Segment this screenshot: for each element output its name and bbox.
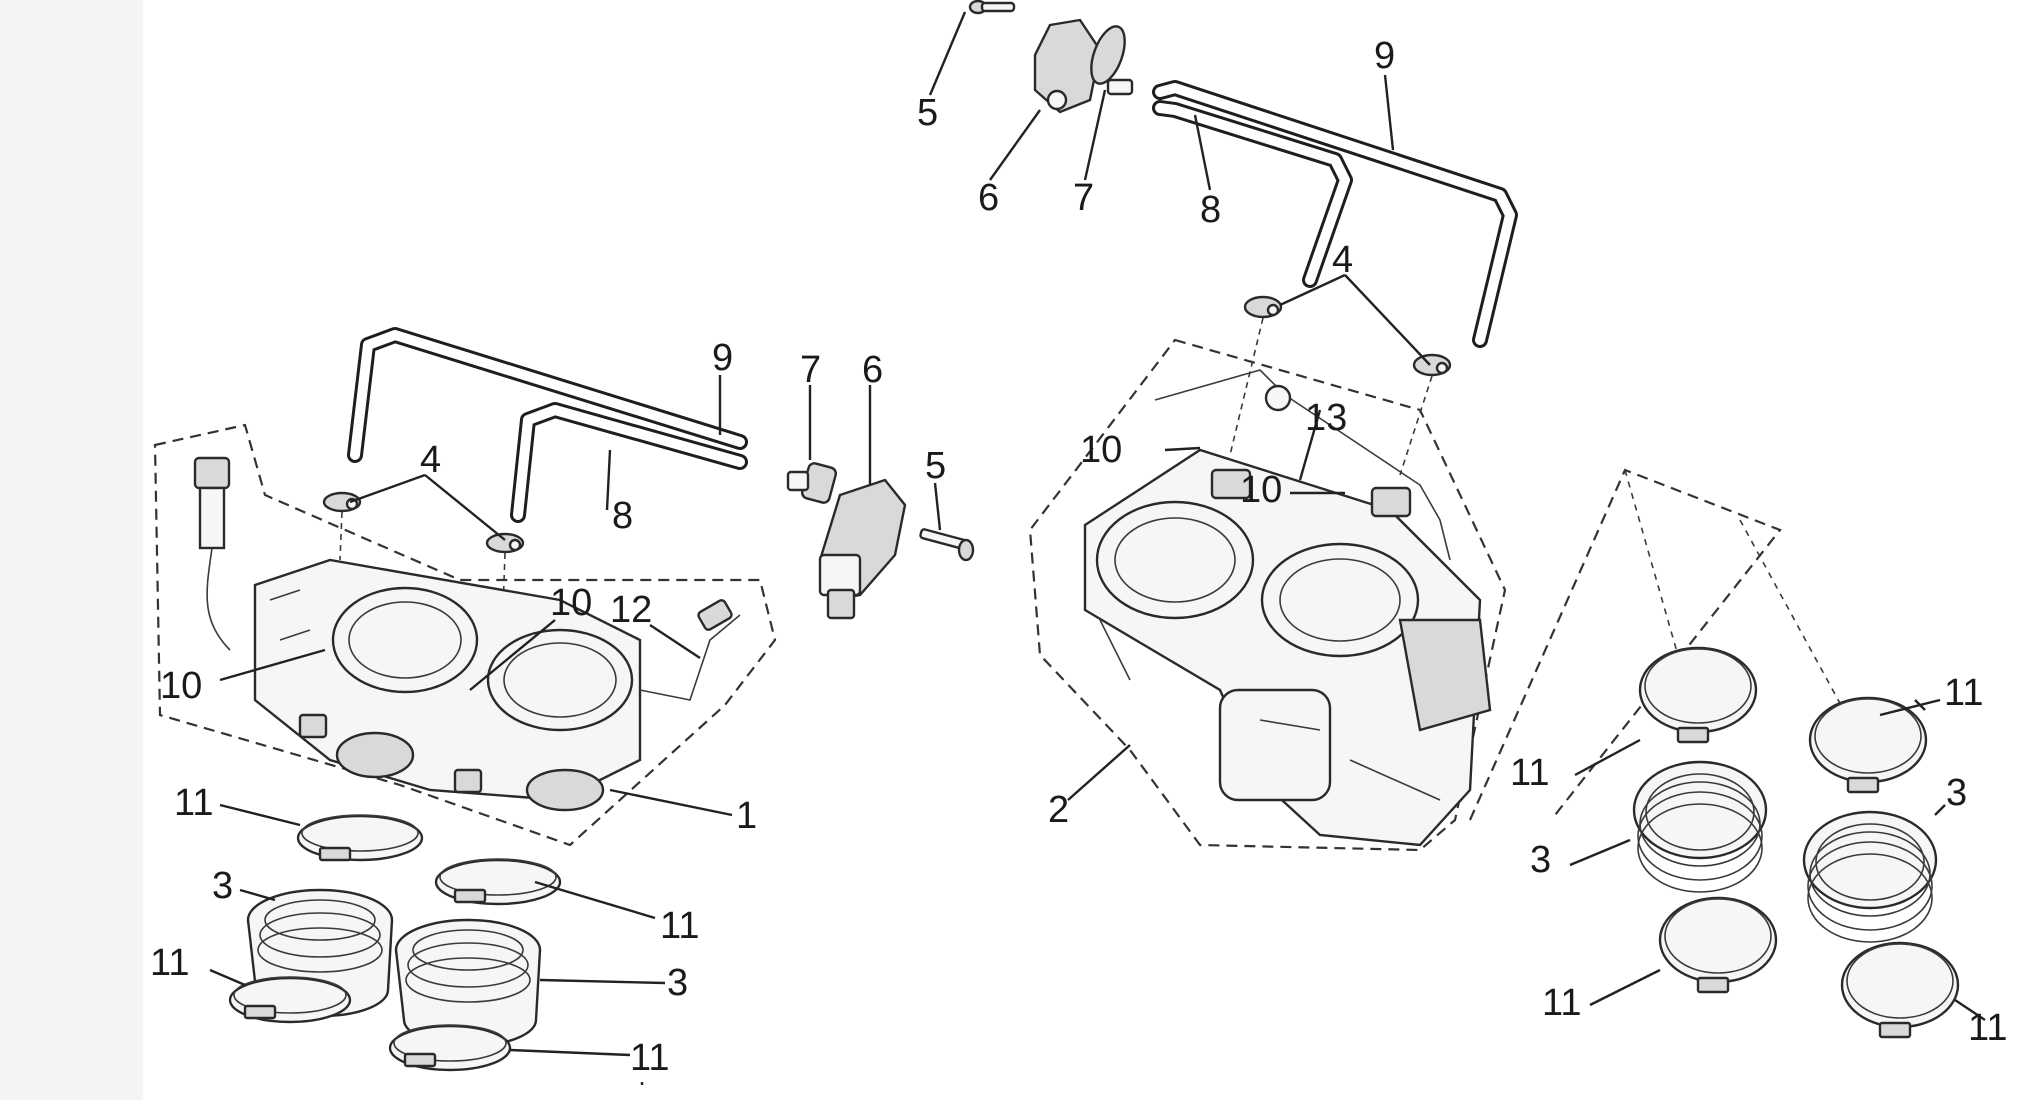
clip-4-left-b <box>485 532 525 554</box>
throttle-body-2 <box>1083 369 1492 847</box>
callout-11-right-c: 11 <box>1542 982 1581 1024</box>
clamp-11-right-a <box>1638 646 1758 744</box>
assembly-1-outline <box>153 423 777 847</box>
callout-7-middle: 7 <box>800 349 821 391</box>
sensor-6-middle <box>818 478 907 620</box>
fuel-pipe-8-left <box>510 402 748 523</box>
callout-3-right-b: 3 <box>1946 772 1967 814</box>
callout-10-right-a: 10 <box>1080 429 1122 471</box>
intake-rubber-3-right-a <box>1632 760 1768 893</box>
leader-lines <box>209 11 1986 1085</box>
clamp-11-right-b <box>1808 696 1928 794</box>
callout-5-middle: 5 <box>925 445 946 487</box>
o-ring-7-middle <box>786 462 838 504</box>
clip-4-right-b <box>1412 353 1452 377</box>
clip-4-left-a <box>322 491 362 513</box>
screw-5-middle <box>919 528 975 562</box>
screw-5-top <box>968 0 1016 15</box>
callout-11-right-a: 11 <box>1510 752 1549 794</box>
callout-6-top: 6 <box>978 177 999 219</box>
callout-2: 2 <box>1048 789 1069 831</box>
page-margin <box>0 0 143 1100</box>
sensor-6-top <box>1033 18 1102 114</box>
callout-12: 12 <box>610 589 652 631</box>
clamp-11-left-b <box>434 858 562 906</box>
callout-5-top: 5 <box>917 92 938 134</box>
callout-8-right: 8 <box>1200 189 1221 231</box>
o-ring-7-top <box>1090 25 1134 96</box>
fuel-connector-left <box>193 456 231 651</box>
callout-11-left-c: 11 <box>150 942 189 984</box>
callout-7-top: 7 <box>1073 177 1094 219</box>
callout-3-right-a: 3 <box>1530 839 1551 881</box>
callout-11-left-a: 11 <box>174 782 213 824</box>
callout-10-left-a: 10 <box>160 665 202 707</box>
intake-rubber-3-left-b <box>394 918 542 1048</box>
intake-rubber-3-right-b <box>1802 810 1938 943</box>
assembly-2-outline <box>1028 338 1507 852</box>
callout-8-left: 8 <box>612 495 633 537</box>
clamp-11-left-d <box>388 1024 512 1072</box>
fuel-pipe-8-right <box>1152 100 1353 288</box>
fuel-pipe-9-right <box>1152 80 1518 348</box>
callout-9-left: 9 <box>712 337 733 379</box>
callout-labels: 1 3 3 4 7 6 5 8 9 10 10 12 11 11 11 11 5… <box>150 35 2007 1079</box>
callout-9-right: 9 <box>1374 35 1395 77</box>
callout-11-right-b: 11 <box>1944 672 1983 714</box>
clamp-11-right-c <box>1658 896 1778 994</box>
throttle-body-1 <box>253 558 741 812</box>
clamp-11-left-c <box>228 976 352 1024</box>
callout-3-left-a: 3 <box>212 865 233 907</box>
callout-1: 1 <box>736 795 757 837</box>
callout-10-right-b: 10 <box>1240 469 1282 511</box>
callout-11-left-d: 11 <box>630 1037 669 1079</box>
fuel-pipe-9-left <box>347 327 748 463</box>
callout-6-middle: 6 <box>862 349 883 391</box>
callout-13: 13 <box>1305 397 1347 439</box>
callout-3-left-b: 3 <box>667 962 688 1004</box>
clip-4-right-a <box>1243 295 1283 319</box>
callout-10-left-b: 10 <box>550 582 592 624</box>
callout-11-right-d: 11 <box>1968 1007 2007 1049</box>
callout-4-left: 4 <box>420 439 441 481</box>
clamp-11-right-d <box>1840 941 1960 1039</box>
callout-4-right: 4 <box>1332 239 1353 281</box>
clamp-11-left-a <box>296 814 424 862</box>
callout-11-left-b: 11 <box>660 905 699 947</box>
